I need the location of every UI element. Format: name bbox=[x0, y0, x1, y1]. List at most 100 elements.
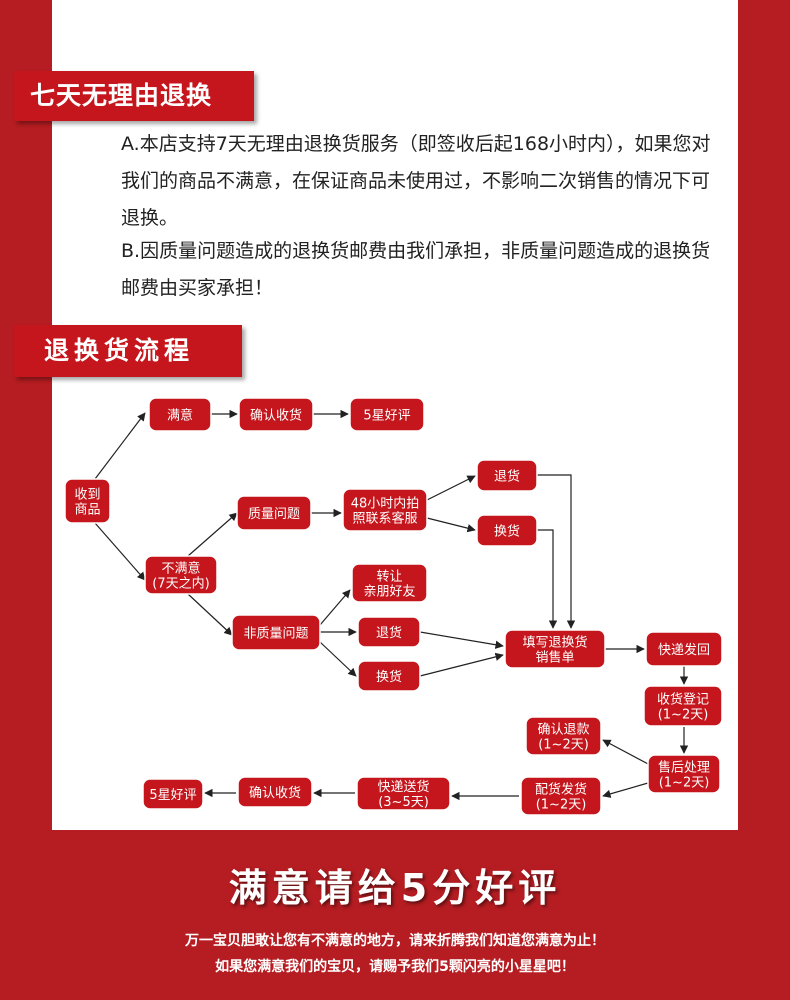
flow-node-box bbox=[342, 488, 428, 532]
flow-node-express-delivery: 快递送货(3~5天) bbox=[356, 776, 451, 811]
flow-node-label: 收货登记 bbox=[657, 692, 709, 708]
flow-node-label: 非质量问题 bbox=[243, 627, 308, 642]
flow-node-box bbox=[231, 614, 321, 651]
flow-node-label: 转让 bbox=[376, 570, 402, 585]
flow-node-label: 快递送货 bbox=[377, 779, 429, 795]
flow-node-box bbox=[476, 459, 538, 492]
flow-node-label: (7天之内) bbox=[152, 576, 209, 592]
flow-arrow bbox=[602, 782, 649, 798]
flow-node-label: 换货 bbox=[494, 524, 520, 540]
flow-node-label: 配货发货 bbox=[535, 782, 587, 798]
flow-node-box bbox=[504, 629, 606, 669]
flow-arrow bbox=[419, 652, 504, 677]
flow-arrow bbox=[94, 412, 146, 480]
flow-node-box bbox=[525, 716, 602, 756]
flow-node-five-star-bottom: 5星好评 bbox=[142, 778, 204, 810]
flow-node-box bbox=[643, 685, 723, 727]
rating-request-title: 满意请给5分好评 bbox=[228, 866, 562, 910]
return-process-banner: 退换货流程 bbox=[14, 325, 242, 377]
flow-node-five-star-top: 5星好评 bbox=[349, 397, 425, 432]
flow-arrow bbox=[319, 641, 357, 677]
flow-node-box bbox=[520, 776, 602, 816]
flow-node-box bbox=[351, 563, 428, 603]
flow-node-box bbox=[238, 397, 314, 432]
flow-node-label: 照联系客服 bbox=[352, 511, 417, 527]
flow-node-confirm-refund: 确认退款(1~2天) bbox=[525, 716, 602, 756]
flow-node-label: 换货 bbox=[376, 669, 402, 685]
flow-node-confirm-receipt-bottom: 确认收货 bbox=[237, 776, 313, 808]
flow-arrow bbox=[537, 529, 558, 629]
flow-node-receipt-register: 收货登记(1~2天) bbox=[643, 685, 723, 727]
section-title: 七天无理由退换 bbox=[30, 81, 213, 110]
flow-node-ship-goods: 配货发货(1~2天) bbox=[520, 776, 602, 816]
flow-node-box bbox=[237, 776, 313, 808]
flow-arrow bbox=[94, 522, 146, 581]
policy-paragraph-a: A.本店支持7天无理由退换货服务（即签收后起168小时内），如果您对我们的商品不… bbox=[121, 133, 711, 229]
flow-node-label: (3~5天) bbox=[378, 795, 429, 810]
seven-day-return-banner: 七天无理由退换 bbox=[14, 71, 254, 121]
flow-node-exchange-quality: 换货 bbox=[476, 514, 538, 547]
section-title: 退换货流程 bbox=[44, 336, 195, 365]
flow-node-box bbox=[357, 660, 421, 692]
flow-node-label: (1~2天) bbox=[536, 798, 587, 813]
flow-node-label: 快递发回 bbox=[658, 642, 710, 658]
flow-node-return-quality: 退货 bbox=[476, 459, 538, 492]
flow-node-express-return: 快递发回 bbox=[645, 631, 723, 667]
flow-node-label: 填写退换货 bbox=[522, 635, 587, 651]
flow-node-box bbox=[236, 495, 312, 531]
flow-node-unsatisfied: 不满意(7天之内) bbox=[144, 555, 218, 595]
flow-node-label: 质量问题 bbox=[248, 507, 300, 522]
flow-node-satisfied: 满意 bbox=[148, 397, 212, 432]
flow-node-box bbox=[356, 776, 451, 811]
flow-node-after-sales: 售后处理(1~2天) bbox=[647, 754, 721, 794]
flow-node-label: 收到 bbox=[74, 488, 100, 503]
flow-node-box bbox=[144, 555, 218, 595]
flow-arrow bbox=[187, 512, 238, 557]
flow-node-confirm-receipt-top: 确认收货 bbox=[238, 397, 314, 432]
flow-node-label: 5星好评 bbox=[149, 788, 196, 803]
flow-node-non-quality-issue: 非质量问题 bbox=[231, 614, 321, 651]
flow-node-box bbox=[148, 397, 212, 432]
flow-node-box bbox=[349, 397, 425, 432]
flow-node-label: 退货 bbox=[376, 625, 402, 641]
flow-node-box bbox=[64, 478, 111, 524]
flow-node-label: 确认退款 bbox=[537, 723, 589, 738]
flow-node-label: 商品 bbox=[74, 503, 100, 518]
flow-node-return-nonquality: 退货 bbox=[357, 616, 421, 648]
flow-node-label: 亲朋好友 bbox=[363, 584, 415, 600]
flow-node-label: (1~2天) bbox=[658, 708, 709, 723]
flow-node-label: 不满意 bbox=[161, 561, 200, 577]
policy-paragraph-b: B.因质量问题造成的退换货邮费由我们承担，非质量问题造成的退换货邮费由买家承担！ bbox=[121, 240, 711, 299]
flow-node-label: 48小时内拍 bbox=[351, 496, 420, 512]
flow-node-box bbox=[142, 778, 204, 810]
flow-node-box bbox=[645, 631, 723, 667]
footer-line-2: 如果您满意我们的宝贝，请赐予我们5颗闪亮的小星星吧！ bbox=[215, 959, 575, 975]
flow-node-label: 退货 bbox=[494, 469, 520, 485]
flow-node-box bbox=[476, 514, 538, 547]
flow-node-label: 5星好评 bbox=[363, 409, 410, 424]
flow-node-label: 售后处理 bbox=[658, 760, 710, 776]
flow-node-exchange-nonquality: 换货 bbox=[357, 660, 421, 692]
flow-node-label: (1~2天) bbox=[538, 738, 589, 753]
flow-arrow bbox=[319, 589, 351, 626]
flow-arrow bbox=[426, 475, 476, 501]
flow-arrow bbox=[187, 593, 233, 636]
flow-arrow bbox=[602, 739, 651, 766]
flow-node-quality-issue: 质量问题 bbox=[236, 495, 312, 531]
flow-arrow bbox=[426, 517, 476, 533]
flow-node-box bbox=[647, 754, 721, 794]
flow-arrow bbox=[419, 631, 504, 649]
flow-node-label: 确认收货 bbox=[249, 785, 301, 801]
flow-node-label: (1~2天) bbox=[659, 776, 710, 791]
footer-line-1: 万一宝贝胆敢让您有不满意的地方，请来折腾我们知道您满意为止！ bbox=[185, 933, 605, 949]
flow-node-box bbox=[357, 616, 421, 648]
flow-node-label: 满意 bbox=[167, 408, 193, 424]
flow-arrow bbox=[537, 474, 576, 629]
flow-node-label: 销售单 bbox=[535, 650, 574, 666]
